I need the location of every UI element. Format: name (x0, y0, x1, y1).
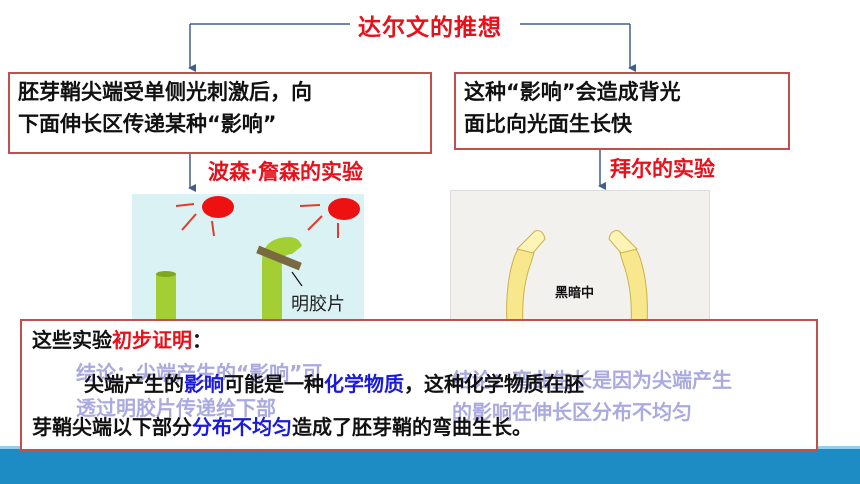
right-hypothesis-line2: 面比向光面生长快 (464, 112, 632, 136)
light-source-icon (328, 198, 360, 220)
left-hypothesis-line1: 胚芽鞘尖端受单侧光刺激后，向 (18, 80, 312, 104)
light-source-icon (202, 196, 234, 218)
conclusion-highlight-blue: 影响 (184, 372, 224, 396)
left-hypothesis-line2: 下面伸长区传递某种“影响” (18, 112, 277, 136)
conclusion-highlight-red: 初步证明 (112, 328, 192, 352)
paal-label: 拜尔的实验 (610, 157, 715, 181)
right-hypothesis-box: 这种“影响”会造成背光 面比向光面生长快 (454, 72, 790, 150)
diagram-title: 达尔文的推想 (358, 15, 502, 41)
conclusion-line2: 尖端产生的影响可能是一种化学物质，这种化学物质在胚 (84, 367, 584, 401)
right-hypothesis-line1: 这种“影响”会造成背光 (464, 80, 681, 104)
conclusion-text: 芽鞘尖端以下部分 (32, 415, 192, 439)
ghost-conclusion-left-2: 透过明胶片传递给下部 (76, 396, 276, 420)
gelatin-block (256, 245, 302, 271)
boysen-jensen-illustration (156, 196, 360, 322)
conclusion-text: ，这种化学物质在胚 (404, 372, 584, 396)
boysen-jensen-label: 波森·詹森的实验 (208, 160, 363, 184)
conclusion-text: 这些实验 (32, 328, 112, 352)
coleoptile-left (506, 242, 536, 328)
footer-bar (0, 446, 860, 484)
conclusion-text: 造成了胚芽鞘的弯曲生长。 (292, 415, 532, 439)
conclusion-highlight-blue: 化学物质 (324, 372, 404, 396)
gelatin-label: 明胶片 (289, 290, 347, 316)
title-to-left-line (188, 23, 350, 72)
decapitated-coleoptile (156, 274, 176, 322)
ghost-conclusion-right-1: 结论：弯曲生长是因为尖端产生 (452, 368, 732, 392)
dark-label: 黑暗中 (555, 286, 595, 301)
coleoptile-right (618, 242, 648, 328)
conclusion-text: 尖端产生的 (84, 372, 184, 396)
conclusion-text: 可能是一种 (224, 372, 324, 396)
ghost-conclusion-left-1: 结论：尖端产生的“影响”可 (76, 361, 323, 385)
paal-illustration (506, 230, 648, 328)
coleoptile-tip-left (516, 230, 546, 254)
conclusion-text: ： (192, 328, 212, 352)
left-hypothesis-box: 胚芽鞘尖端受单侧光刺激后，向 下面伸长区传递某种“影响” (8, 72, 432, 154)
coleoptile-tip-right (608, 230, 638, 254)
conclusion-box (20, 319, 818, 451)
conclusion-line3: 芽鞘尖端以下部分分布不均匀造成了胚芽鞘的弯曲生长。 (32, 410, 532, 444)
paal-image (450, 190, 710, 328)
ghost-conclusion-right-2: 的影响在伸长区分布不均匀 (452, 400, 692, 424)
conclusion-highlight-blue: 分布不均匀 (192, 415, 292, 439)
title-to-right-line (520, 23, 636, 72)
conclusion-line1: 这些实验初步证明： (32, 323, 212, 357)
